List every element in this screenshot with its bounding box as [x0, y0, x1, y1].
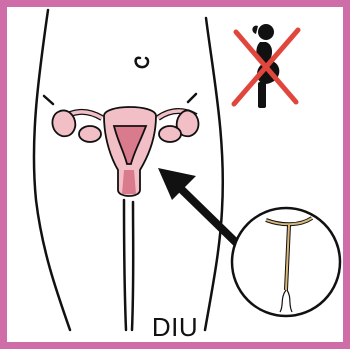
no-pregnancy-icon: [234, 24, 298, 108]
iud-device-icon: [232, 208, 340, 316]
caption-label: DIU: [0, 312, 350, 343]
